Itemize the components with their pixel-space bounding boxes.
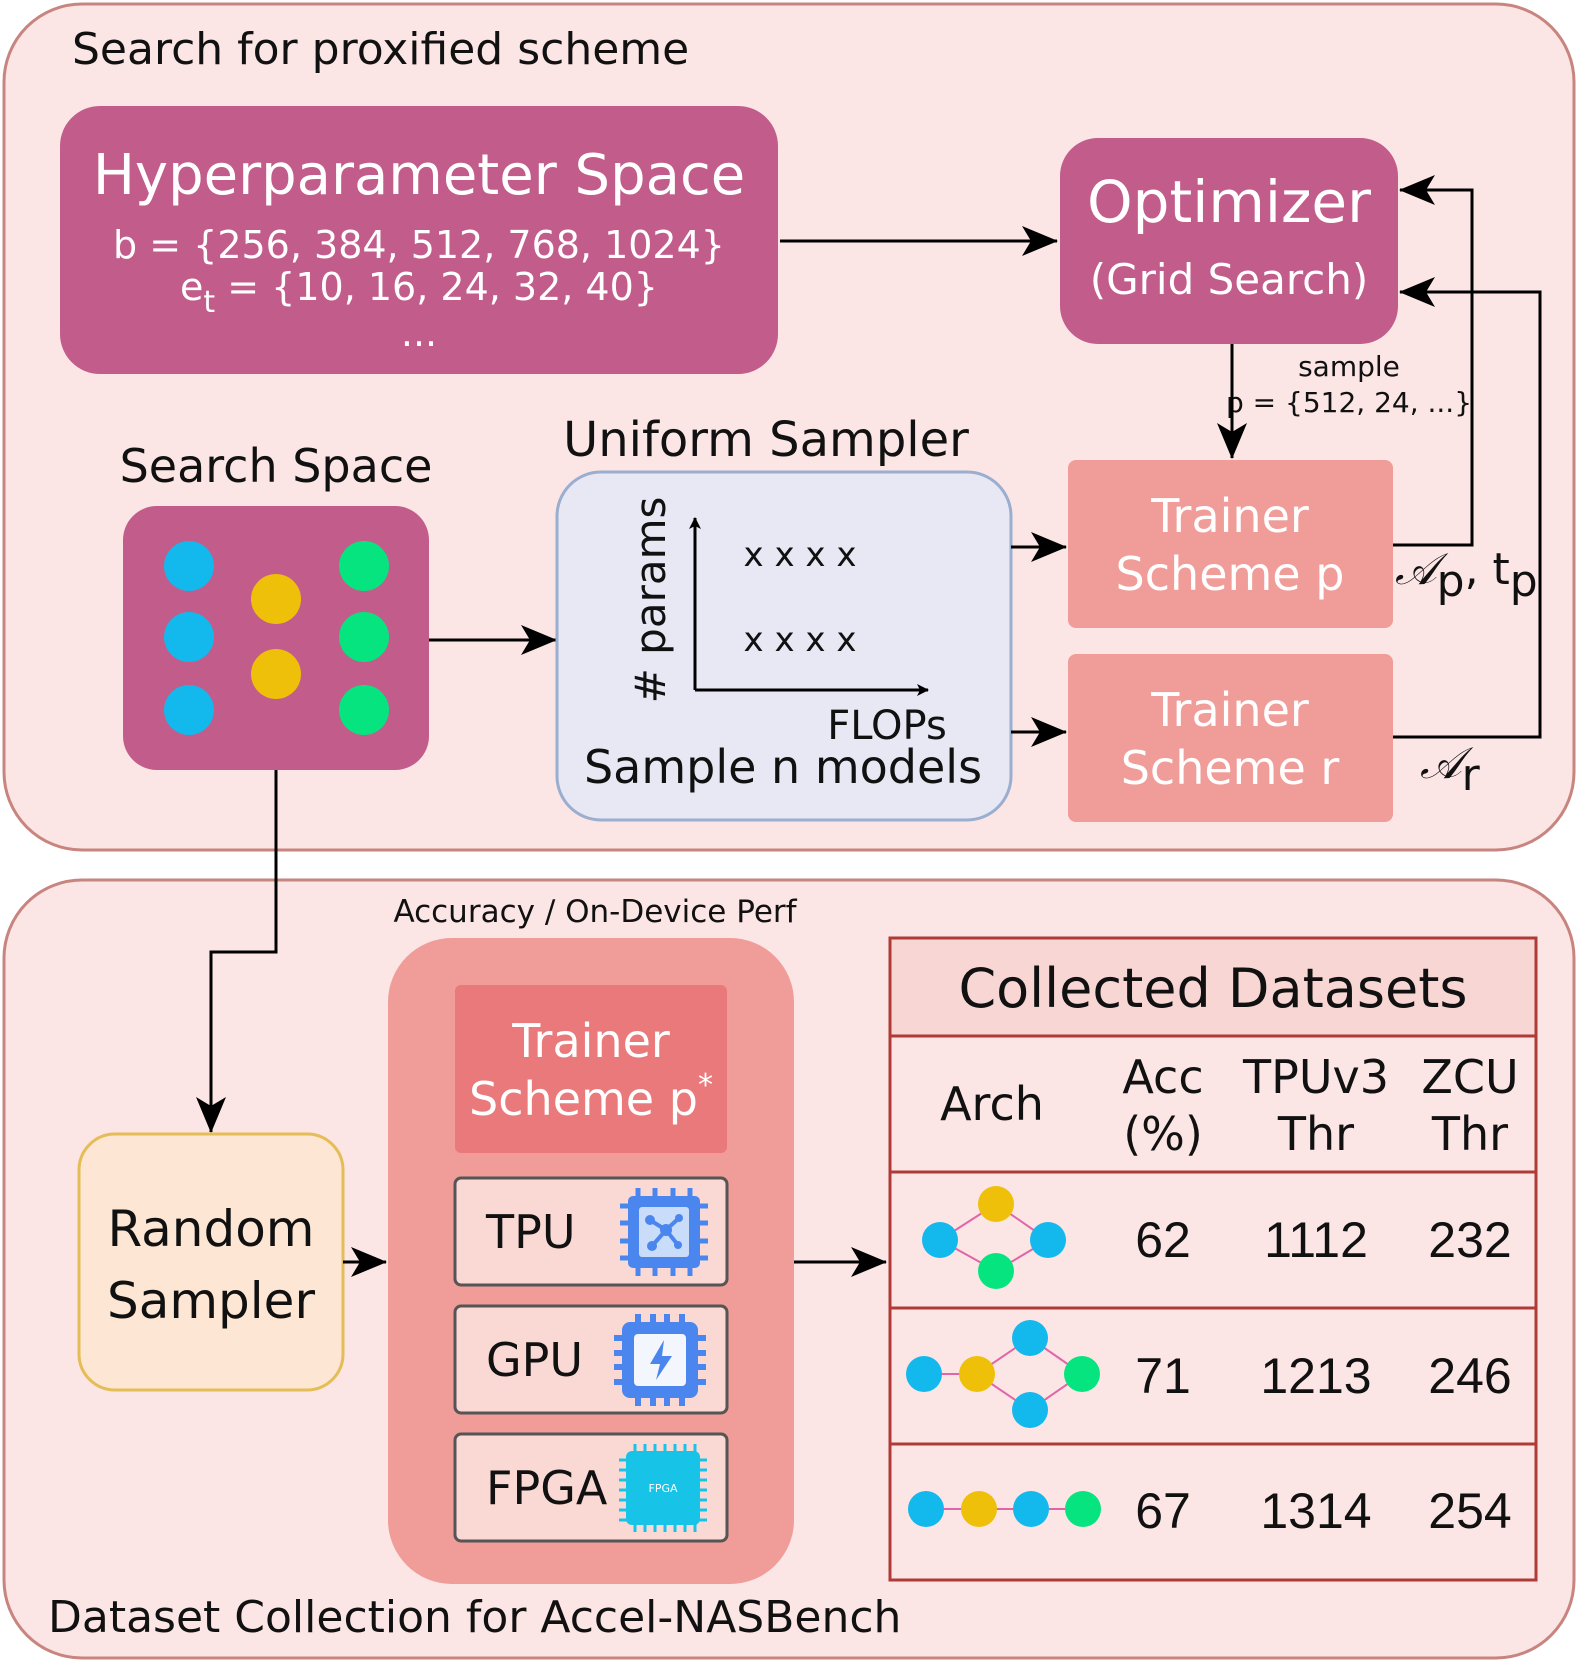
sample-p-values: p = {512, 24, ...}: [1226, 386, 1472, 419]
gpu-chip-icon: [614, 1314, 706, 1406]
search-space-title: Search Space: [120, 439, 433, 493]
hyperparameter-et-values: et = {10, 16, 24, 32, 40}: [180, 265, 658, 320]
fpga-chip-icon: FPGA: [619, 1444, 707, 1532]
trainer-scheme-r-line-1: Trainer: [1150, 683, 1309, 737]
arch-graph-3: [908, 1491, 1101, 1527]
table-cell-zcu-thr: 232: [1428, 1212, 1511, 1268]
trainer-scheme-star-line-2: Scheme p*: [469, 1068, 713, 1126]
hyperparameter-space-title: Hyperparameter Space: [93, 143, 745, 208]
device-label-gpu: GPU: [486, 1333, 583, 1387]
table-header-tpuv3-thr: Thr: [1277, 1107, 1354, 1161]
search-space-node-cyan-3: [164, 685, 214, 735]
search-space-node-yellow-2: [251, 649, 301, 699]
trainer-scheme-p-box: Trainer Scheme p: [1068, 460, 1393, 628]
device-block: Trainer Scheme p* TPU: [388, 938, 794, 1584]
tpu-chip-icon: [620, 1188, 708, 1276]
table-header-zcu-thr: Thr: [1431, 1107, 1508, 1161]
bottom-panel: Dataset Collection for Accel-NASBench Ra…: [2, 770, 1576, 1660]
hyperparameter-b-values: b = {256, 384, 512, 768, 1024}: [113, 223, 725, 267]
hyperparameter-space-box: Hyperparameter Space b = {256, 384, 512,…: [60, 106, 778, 374]
uniform-sampler-points-row-1: x x x x: [744, 535, 857, 575]
table-row: 67 1314 254: [908, 1483, 1512, 1539]
table-cell-acc: 62: [1135, 1212, 1191, 1268]
table-header-tpuv3: TPUv3: [1242, 1050, 1389, 1104]
hyperparameter-ellipsis: ...: [401, 311, 437, 355]
trainer-scheme-r-box: Trainer Scheme r: [1068, 654, 1393, 822]
table-title-bar: [888, 936, 1538, 1038]
fpga-chip-text: FPGA: [648, 1482, 677, 1495]
table-cell-acc: 67: [1135, 1483, 1191, 1539]
device-label-fpga: FPGA: [486, 1461, 608, 1515]
table-cell-zcu-thr: 246: [1428, 1348, 1511, 1404]
table-header-zcu: ZCU: [1421, 1050, 1518, 1104]
table-header-arch: Arch: [940, 1077, 1044, 1131]
table-cell-tpuv3-thr: 1112: [1264, 1212, 1368, 1268]
trainer-scheme-star-box: Trainer Scheme p*: [455, 985, 727, 1153]
accuracy-perf-label: Accuracy / On-Device Perf: [393, 894, 797, 930]
table-cell-acc: 71: [1135, 1348, 1191, 1404]
uniform-sampler-points-row-2: x x x x: [744, 620, 857, 660]
table-title: Collected Datasets: [958, 957, 1467, 1020]
table-header-acc: Acc: [1122, 1050, 1203, 1104]
search-space-node-yellow-1: [251, 574, 301, 624]
trainer-scheme-p-line-2: Scheme p: [1116, 547, 1345, 601]
table-header-acc-unit: (%): [1123, 1107, 1203, 1161]
arrow-search-space-to-random-sampler: [196, 770, 278, 1133]
feedback-arrow-trainer-r-to-optimizer: [1393, 277, 1542, 739]
device-row-gpu: GPU: [453, 1304, 729, 1415]
arch-graph-2: [906, 1320, 1100, 1428]
search-space-node-cyan-2: [164, 612, 214, 662]
table-row: 71 1213 246: [906, 1320, 1512, 1428]
table-row: 62 1112 232: [922, 1186, 1512, 1289]
device-row-tpu: TPU: [453, 1176, 729, 1287]
trainer-scheme-star-line-1: Trainer: [511, 1014, 670, 1068]
optimizer-subtitle: (Grid Search): [1090, 255, 1369, 304]
bottom-panel-title: Dataset Collection for Accel-NASBench: [48, 1592, 901, 1643]
collected-datasets-table: Collected Datasets Arch Acc (%) TPUv3 Th…: [888, 936, 1538, 1582]
random-sampler-line-2: Sampler: [107, 1272, 315, 1330]
uniform-sampler-y-label: # params: [626, 497, 675, 704]
uniform-sampler-caption: Sample n models: [584, 740, 982, 794]
random-sampler-box: Random Sampler: [77, 1132, 345, 1392]
top-panel: Search for proxified scheme Hyperparamet…: [2, 2, 1576, 852]
trainer-scheme-p-line-1: Trainer: [1150, 489, 1309, 543]
search-space-node-cyan-1: [164, 541, 214, 591]
optimizer-title: Optimizer: [1087, 168, 1371, 236]
table-cell-tpuv3-thr: 1213: [1260, 1348, 1371, 1404]
feedback-label-p: 𝒜p, tp: [1395, 544, 1538, 607]
arch-graph-1: [922, 1186, 1066, 1289]
uniform-sampler-box: # params FLOPs x x x x x x x x Sample n …: [555, 470, 1013, 822]
search-space-node-green-1: [339, 541, 389, 591]
feedback-arrow-trainer-p-to-optimizer: [1393, 175, 1474, 547]
device-label-tpu: TPU: [485, 1205, 576, 1259]
random-sampler-line-1: Random: [107, 1200, 314, 1258]
top-panel-title: Search for proxified scheme: [72, 24, 689, 75]
trainer-scheme-r-line-2: Scheme r: [1121, 741, 1340, 795]
optimizer-box: Optimizer (Grid Search): [1060, 138, 1398, 344]
table-cell-zcu-thr: 254: [1428, 1483, 1511, 1539]
table-cell-tpuv3-thr: 1314: [1260, 1483, 1371, 1539]
uniform-sampler-title: Uniform Sampler: [563, 412, 969, 468]
sample-label: sample: [1298, 350, 1400, 383]
search-space-node-green-2: [339, 612, 389, 662]
uniform-sampler-x-label: FLOPs: [827, 703, 947, 749]
device-row-fpga: FPGA FPGA: [453, 1432, 729, 1543]
search-space-box: [123, 506, 429, 770]
search-space-node-green-3: [339, 685, 389, 735]
